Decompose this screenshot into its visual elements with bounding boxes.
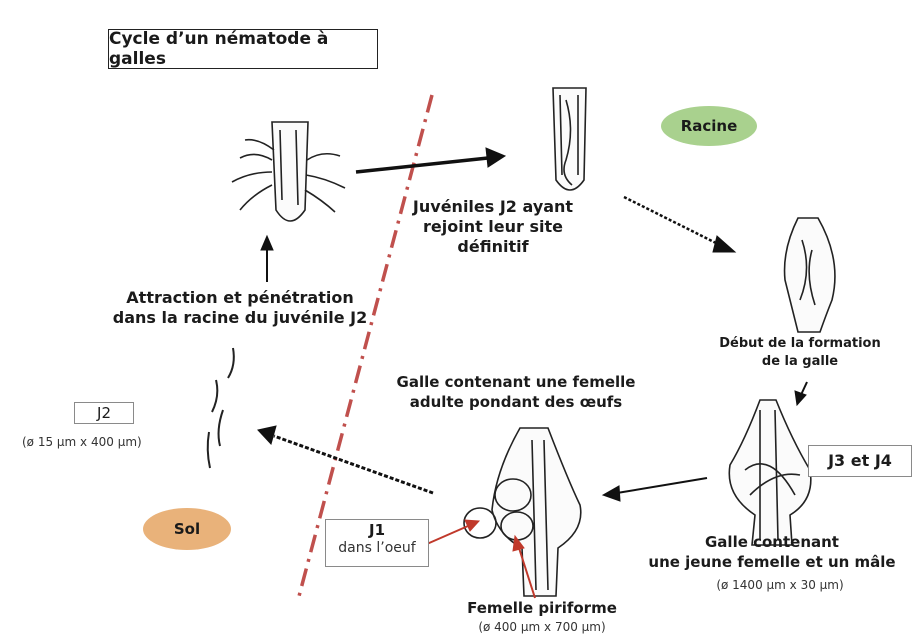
j3j4-label-box: J3 et J4 — [808, 445, 912, 477]
j1-label-box: J1 dans l’oeuf — [325, 519, 429, 567]
attraction-line-2: dans la racine du juvénile J2 — [80, 308, 400, 328]
j2-worm-icon — [208, 348, 234, 468]
young-gall-line-1: Galle contenant — [630, 532, 914, 552]
arrow-to-adult — [617, 478, 707, 493]
gall-j3j4-icon — [729, 400, 811, 545]
young-gall-size: (ø 1400 µm x 30 µm) — [680, 578, 880, 592]
root-j2-icon — [553, 88, 586, 190]
debut-line-2: de la galle — [690, 353, 910, 371]
adult-gall-caption: Galle contenant une femelle adulte ponda… — [378, 372, 654, 412]
juveniles-caption: Juvéniles J2 ayant rejoint leur site déf… — [398, 197, 588, 257]
juveniles-line-1: Juvéniles J2 ayant — [398, 197, 588, 217]
adult-gall-line-1: Galle contenant une femelle — [378, 372, 654, 392]
arrow-penetration — [356, 158, 488, 172]
j2-size: (ø 15 µm x 400 µm) — [22, 435, 142, 449]
adult-gall-line-2: adulte pondant des œufs — [378, 392, 654, 412]
young-gall-caption: Galle contenant une jeune femelle et un … — [630, 532, 914, 572]
j2-label-box: J2 — [74, 402, 134, 424]
arrow-to-soil — [274, 436, 433, 493]
j1-sub: dans l’oeuf — [326, 540, 428, 556]
debut-line-1: Début de la formation — [690, 335, 910, 353]
young-gall-line-2: une jeune femelle et un mâle — [630, 552, 914, 572]
gall-early-icon — [785, 218, 835, 332]
femelle-caption: Femelle piriforme — [452, 598, 632, 618]
debut-caption: Début de la formation de la galle — [690, 335, 910, 371]
attraction-caption: Attraction et pénétration dans la racine… — [80, 288, 400, 328]
gall-adult-icon — [464, 428, 581, 596]
femelle-size: (ø 400 µm x 700 µm) — [452, 620, 632, 634]
arrow-to-gall-formation — [624, 197, 722, 246]
j1-label: J1 — [326, 520, 428, 540]
juveniles-line-3: définitif — [398, 237, 588, 257]
juveniles-line-2: rejoint leur site — [398, 217, 588, 237]
attraction-line-1: Attraction et pénétration — [80, 288, 400, 308]
root-tip-icon — [232, 122, 345, 221]
